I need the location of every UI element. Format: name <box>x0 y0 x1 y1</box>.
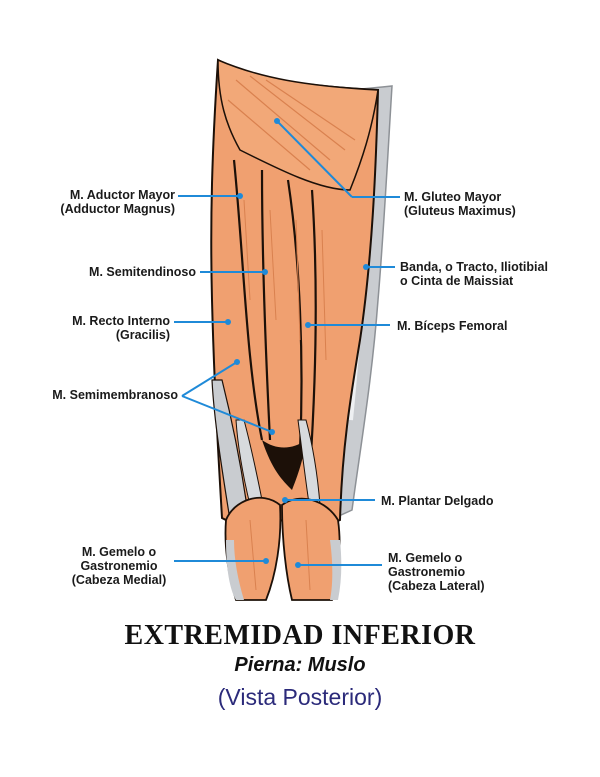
leader-lines <box>174 120 400 566</box>
label-recto-interno-line1: M. Recto Interno <box>72 314 170 328</box>
label-gemelo-lateral-line1: M. Gemelo o <box>388 551 463 565</box>
label-gemelo-lateral-line3: (Cabeza Lateral) <box>388 579 485 593</box>
gastrocnemius-lateral-shape <box>281 497 341 601</box>
label-plantar-delgado: M. Plantar Delgado <box>381 494 494 508</box>
label-semitendinoso: M. Semitendinoso <box>89 265 196 279</box>
label-adductor-mayor: M. Aductor Mayor (Adductor Magnus) <box>60 188 175 216</box>
title-main: EXTREMIDAD INFERIOR <box>124 620 476 651</box>
label-gemelo-medial-line2: Gastronemio <box>80 559 158 573</box>
gluteus-fibers <box>227 75 356 171</box>
label-gluteo-mayor-line2: (Gluteus Maximus) <box>404 204 516 218</box>
muscle-separation-lines <box>232 159 317 471</box>
label-gluteo-mayor: M. Gluteo Mayor (Gluteus Maximus) <box>404 190 516 218</box>
label-adductor-mayor-line2: (Adductor Magnus) <box>60 202 175 216</box>
label-semitendinoso-line1: M. Semitendinoso <box>89 265 196 279</box>
gluteus-maximus-shape <box>217 58 379 191</box>
label-semimembranoso: M. Semimembranoso <box>52 388 178 402</box>
label-tracto-iliotibial-line1: Banda, o Tracto, Iliotibial <box>400 260 548 274</box>
leader-dots <box>225 118 369 568</box>
thigh-fibers <box>243 199 327 591</box>
label-gemelo-medial-line1: M. Gemelo o <box>81 545 157 559</box>
label-semimembranoso-line1: M. Semimembranoso <box>52 388 178 402</box>
title-view: (Vista Posterior) <box>217 684 383 710</box>
label-biceps-femoral: M. Bíceps Femoral <box>397 319 507 333</box>
label-gluteo-mayor-line1: M. Gluteo Mayor <box>404 190 502 204</box>
label-gemelo-medial-line3: (Cabeza Medial) <box>71 573 167 587</box>
label-adductor-mayor-line1: M. Aductor Mayor <box>69 188 175 202</box>
label-gemelo-lateral-line2: Gastronemio <box>388 565 466 579</box>
label-gemelo-lateral: M. Gemelo o Gastronemio (Cabeza Lateral) <box>388 551 485 593</box>
title-sub: Pierna: Muslo <box>234 654 366 676</box>
calf-tendon-edges <box>226 540 342 600</box>
label-recto-interno: M. Recto Interno (Gracilis) <box>72 314 170 342</box>
label-tracto-iliotibial: Banda, o Tracto, Iliotibial o Cinta de M… <box>400 260 548 288</box>
label-plantar-delgado-line1: M. Plantar Delgado <box>381 494 494 508</box>
label-gemelo-medial: M. Gemelo o Gastronemio (Cabeza Medial) <box>64 545 174 587</box>
label-tracto-iliotibial-line2: o Cinta de Maissiat <box>400 274 514 288</box>
label-recto-interno-line2: (Gracilis) <box>115 328 170 342</box>
popliteal-fossa <box>262 440 306 490</box>
label-biceps-femoral-line1: M. Bíceps Femoral <box>397 319 508 333</box>
